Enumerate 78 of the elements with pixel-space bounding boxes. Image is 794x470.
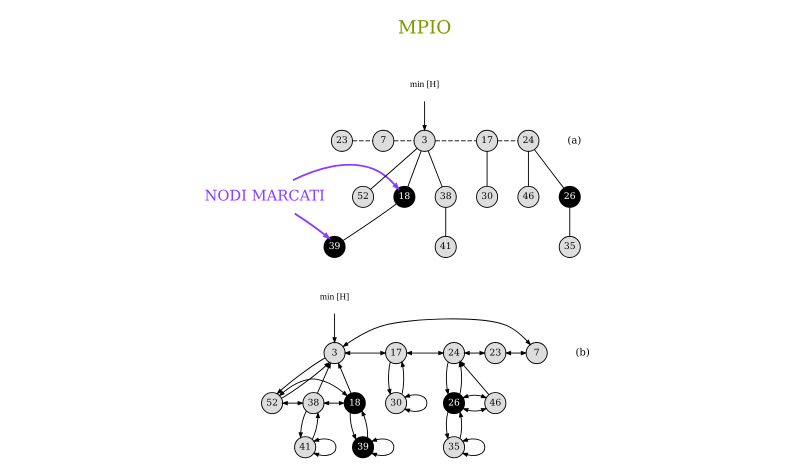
node-circle: 46: [516, 186, 539, 208]
connector: [496, 140, 518, 142]
node-circle: 26: [442, 392, 465, 414]
node-circle: 24: [442, 342, 465, 364]
arrow: [504, 350, 527, 356]
connector: [427, 150, 442, 188]
node-circle: 24: [516, 130, 539, 152]
node-circle: 52: [352, 186, 374, 208]
arrow: [322, 400, 345, 406]
node-circle: 41: [294, 436, 316, 458]
node-circle: 30: [476, 186, 498, 208]
connector: [568, 207, 570, 237]
connector: [527, 150, 528, 186]
arrow: [422, 100, 426, 132]
node-circle: 18: [343, 392, 366, 414]
connector: [434, 140, 476, 142]
arrow: [276, 357, 326, 394]
arrow: [316, 362, 331, 394]
node-text: NODI MARCATI: [204, 187, 324, 204]
connector: [352, 140, 372, 142]
arrow: [462, 394, 487, 398]
label: MPIO: [397, 17, 451, 38]
arrow: [458, 410, 463, 439]
node-circle: 46: [484, 392, 506, 414]
arrow: [444, 361, 449, 396]
node-circle: 17: [384, 342, 407, 364]
node-circle: 30: [384, 392, 407, 414]
arrow: [294, 212, 330, 240]
arrow: [349, 412, 356, 441]
arrow: [400, 360, 405, 395]
node-circle: 35: [442, 436, 465, 458]
arrow: [280, 400, 304, 406]
arrow: [370, 437, 394, 457]
arrow: [405, 350, 444, 356]
node-circle: 52: [260, 392, 283, 414]
arrow: [278, 378, 348, 397]
arrow: [461, 437, 485, 457]
arrow: [403, 393, 427, 413]
node-circle: 3: [323, 342, 346, 364]
connector: [534, 149, 564, 188]
node-circle: 7: [525, 342, 548, 364]
arrow: [332, 313, 336, 344]
label: (b): [574, 348, 590, 359]
node-circle: 38: [434, 186, 456, 208]
node-text: min [H]: [319, 291, 349, 302]
arrow: [342, 318, 531, 348]
arrow: [337, 362, 351, 394]
arrow: [360, 410, 368, 438]
connector: [392, 140, 414, 142]
node-circle: 23: [330, 130, 352, 152]
arrow: [298, 410, 306, 439]
connector: [486, 150, 488, 186]
node-circle: 35: [558, 236, 580, 258]
connector: [406, 150, 422, 187]
arrow: [462, 350, 486, 356]
arrow: [311, 412, 320, 440]
connector: [342, 204, 396, 241]
node-circle: 41: [434, 236, 456, 258]
connector: [370, 148, 417, 190]
node-circle: 3: [413, 130, 436, 152]
arrow: [462, 408, 487, 412]
node-circle: 7: [372, 130, 394, 152]
node-circle: 26: [558, 186, 580, 208]
node-circle: 17: [476, 130, 498, 152]
arrow: [444, 412, 449, 440]
node-circle: 39: [352, 436, 374, 458]
node-circle: 18: [392, 186, 415, 208]
node-circle: 38: [302, 392, 324, 414]
arrow: [280, 362, 330, 399]
node-circle: 39: [323, 236, 346, 258]
node-text: min [H]: [409, 79, 439, 90]
arrow: [386, 361, 391, 396]
arrow: [312, 437, 336, 457]
node-circle: 23: [484, 342, 506, 364]
connector: [444, 207, 446, 237]
arrow: [343, 350, 386, 356]
arrow: [292, 164, 400, 191]
label: (a): [566, 135, 581, 146]
